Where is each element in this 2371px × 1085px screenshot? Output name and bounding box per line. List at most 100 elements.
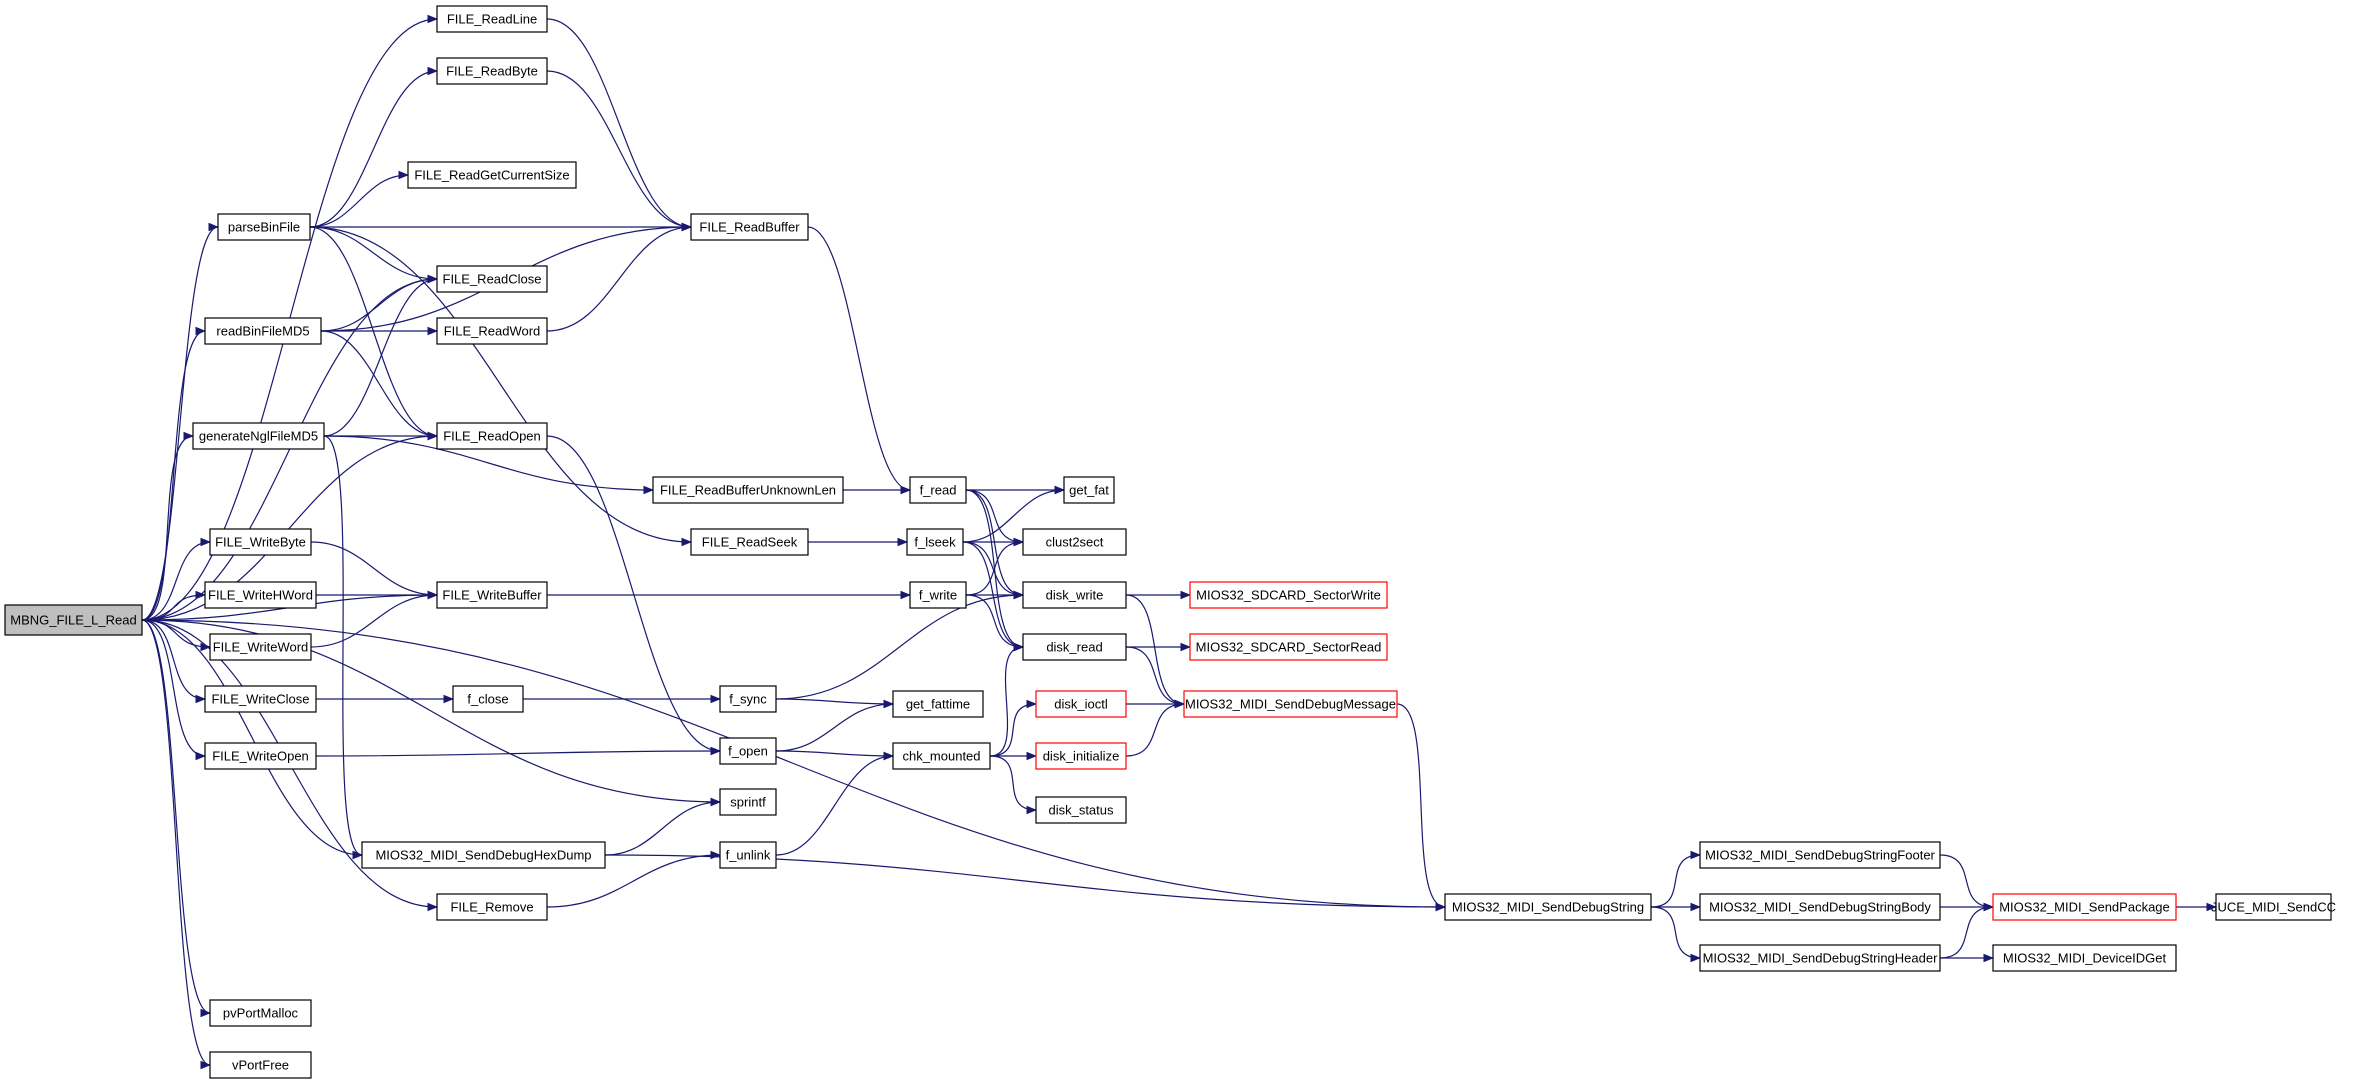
node-sdread[interactable]: MIOS32_SDCARD_SectorRead [1189,633,1388,661]
node-fclose[interactable]: f_close [452,685,524,713]
node-label: f_write [919,588,957,603]
edge-readbinmd5-to-readopen [320,330,439,441]
node-label: chk_mounted [902,749,980,764]
node-box [436,57,548,85]
node-label: FILE_ReadSeek [702,535,798,550]
node-box [1189,581,1388,609]
node-flseek[interactable]: f_lseek [906,528,964,556]
edge-diskread-to-senddbgmsg [1125,646,1186,709]
node-label: FILE_WriteHWord [208,588,313,603]
node-sendstring[interactable]: MIOS32_MIDI_SendDebugString [1444,893,1652,921]
node-box [1063,476,1115,504]
node-parsebin[interactable]: parseBinFile [217,213,311,241]
edge-fsync-to-diskwrite [775,590,1025,700]
node-juce[interactable]: JUCE_MIDI_SendCC [2211,893,2336,921]
node-senddbgmsg[interactable]: MIOS32_MIDI_SendDebugMessage [1183,690,1398,718]
node-root[interactable]: MBNG_FILE_L_Read [4,604,143,636]
node-hexdump[interactable]: MIOS32_MIDI_SendDebugHexDump [361,841,606,869]
node-readword[interactable]: FILE_ReadWord [436,317,548,345]
node-vfree[interactable]: vPortFree [209,1051,312,1079]
node-clust2sect[interactable]: clust2sect [1022,528,1127,556]
node-writehword[interactable]: FILE_WriteHWord [204,581,317,609]
edge-root-to-writehword [141,590,207,621]
node-sprintf[interactable]: sprintf [719,788,777,816]
edge-strheader-to-sendpackage [1939,902,1995,959]
edge-genngl-to-hexdump [323,435,364,860]
node-readopen[interactable]: FILE_ReadOpen [436,422,548,450]
edge-parsebin-to-readseek [309,226,693,547]
node-box [1992,944,2177,972]
node-diskwrite[interactable]: disk_write [1022,581,1127,609]
edge-fsync-to-getfattime [775,698,895,709]
call-edges [141,14,2218,1070]
node-strfooter[interactable]: MIOS32_MIDI_SendDebugStringFooter [1699,841,1941,869]
node-fread[interactable]: f_read [909,476,967,504]
node-label: MBNG_FILE_L_Read [10,613,136,628]
node-label: parseBinFile [228,220,300,235]
node-readbyte[interactable]: FILE_ReadByte [436,57,548,85]
node-label: disk_status [1048,803,1114,818]
edge-readopen-to-fopen [546,435,722,756]
node-box [1035,690,1127,718]
node-readcursize[interactable]: FILE_ReadGetCurrentSize [407,161,577,189]
node-box [436,265,548,293]
node-sdwrite[interactable]: MIOS32_SDCARD_SectorWrite [1189,581,1388,609]
node-getfattime[interactable]: get_fattime [892,690,984,718]
edge-chkmounted-to-diskioctl [989,699,1038,757]
node-readclose[interactable]: FILE_ReadClose [436,265,548,293]
edge-root-to-parsebin [141,222,220,621]
node-diskioctl[interactable]: disk_ioctl [1035,690,1127,718]
node-box [436,893,548,921]
node-diskread[interactable]: disk_read [1022,633,1127,661]
node-readbufunk[interactable]: FILE_ReadBufferUnknownLen [652,476,844,504]
node-strbody[interactable]: MIOS32_MIDI_SendDebugStringBody [1699,893,1941,921]
node-box [1699,841,1941,869]
node-diskstatus[interactable]: disk_status [1035,796,1127,824]
node-genngl[interactable]: generateNglFileMD5 [192,422,325,450]
node-deviceid[interactable]: MIOS32_MIDI_DeviceIDGet [1992,944,2177,972]
edge-sendstring-to-strheader [1650,906,1702,963]
node-readbuffer[interactable]: FILE_ReadBuffer [690,213,809,241]
node-writeword[interactable]: FILE_WriteWord [209,633,312,661]
edge-flseek-to-diskwrite [962,541,1025,600]
node-readseek[interactable]: FILE_ReadSeek [690,528,809,556]
node-funlink[interactable]: f_unlink [719,841,777,869]
node-diskinit[interactable]: disk_initialize [1035,742,1127,770]
edge-root-to-sprintf [141,619,722,807]
node-label: FILE_ReadByte [446,64,538,79]
node-label: readBinFileMD5 [216,324,309,339]
node-label: FILE_Remove [450,900,533,915]
node-getfat[interactable]: get_fat [1063,476,1115,504]
node-box [1035,796,1127,824]
edge-sendstring-to-strfooter [1650,850,1702,908]
node-writebuffer[interactable]: FILE_WriteBuffer [436,581,548,609]
node-strheader[interactable]: MIOS32_MIDI_SendDebugStringHeader [1699,944,1941,972]
node-label: vPortFree [232,1058,289,1073]
node-writeclose[interactable]: FILE_WriteClose [204,685,317,713]
edge-parsebin-to-readcursize [309,170,410,228]
node-fwrite[interactable]: f_write [909,581,967,609]
edge-writeword-to-writebuffer [310,590,439,648]
node-label: f_lseek [914,535,956,550]
node-label: FILE_ReadBufferUnknownLen [660,483,836,498]
edge-writeopen-to-fopen [315,746,722,757]
node-remove[interactable]: FILE_Remove [436,893,548,921]
node-writebyte[interactable]: FILE_WriteByte [209,528,312,556]
node-writeopen[interactable]: FILE_WriteOpen [204,742,317,770]
edge-readword-to-readbuffer [546,222,693,332]
node-readbinmd5[interactable]: readBinFileMD5 [204,317,322,345]
node-label: FILE_ReadOpen [443,429,541,444]
node-fopen[interactable]: f_open [719,737,777,765]
node-label: get_fat [1069,483,1109,498]
node-fsync[interactable]: f_sync [719,685,777,713]
node-box [4,604,143,636]
edge-root-to-sendstring [141,619,1447,912]
edge-root-to-genngl [141,431,195,621]
node-readline[interactable]: FILE_ReadLine [436,5,548,33]
node-malloc[interactable]: pvPortMalloc [209,999,312,1027]
edge-senddbgmsg-to-sendstring [1396,703,1447,912]
node-sendpackage[interactable]: MIOS32_MIDI_SendPackage [1992,893,2177,921]
node-box [1699,944,1941,972]
node-box [909,476,967,504]
node-chkmounted[interactable]: chk_mounted [892,742,991,770]
